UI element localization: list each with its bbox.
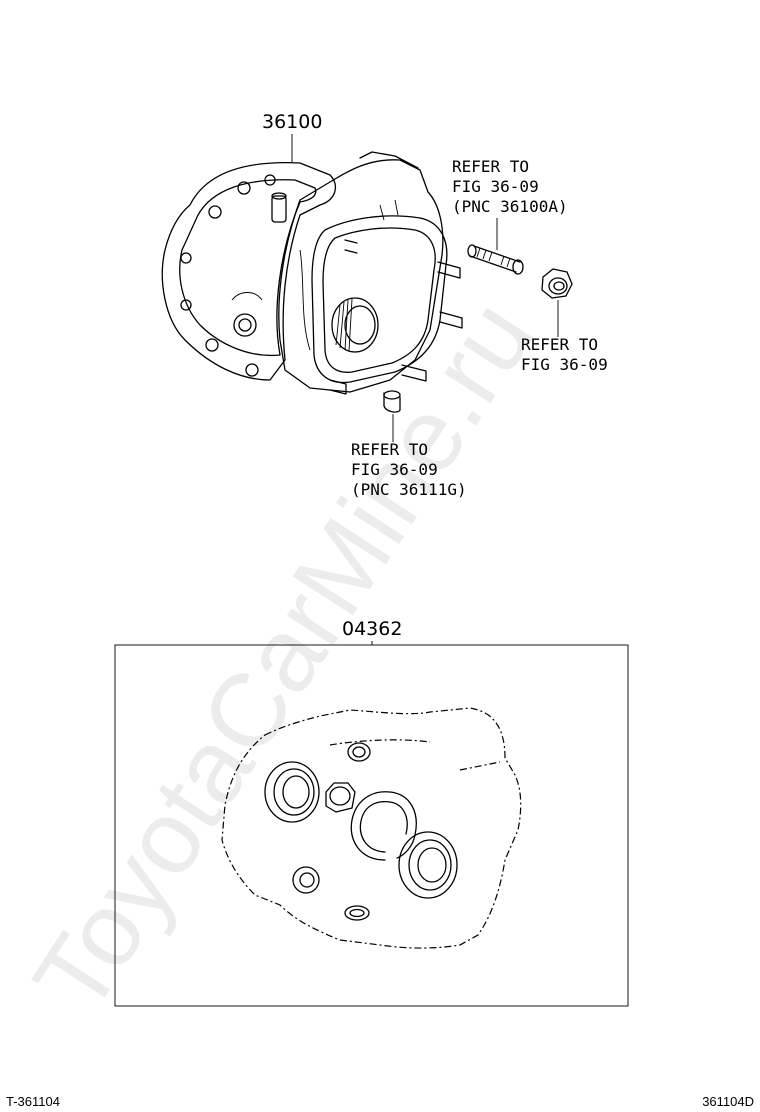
svg-text:FIG 36-09: FIG 36-09 [351, 460, 438, 479]
dowel-pin-drawing [383, 390, 401, 413]
gasket-kit-drawing [221, 707, 522, 949]
svg-text:(PNC 36111G): (PNC 36111G) [351, 480, 467, 499]
gasket-kit-frame [114, 644, 629, 1007]
svg-text:FIG 36-09: FIG 36-09 [452, 177, 539, 196]
footer-left-code: T-361104 [6, 1094, 60, 1109]
ref-label-pin: REFER TO FIG 36-09 (PNC 36111G) [351, 440, 467, 499]
flange-studs [329, 239, 463, 395]
nut-drawing [541, 268, 573, 299]
svg-text:REFER TO: REFER TO [452, 157, 529, 176]
ref-label-stud: REFER TO FIG 36-09 (PNC 36100A) [452, 157, 568, 216]
svg-text:(PNC 36100A): (PNC 36100A) [452, 197, 568, 216]
transaxle-housing-drawing [161, 151, 463, 395]
watermark-text: ToyotaCarMine.ru [12, 281, 556, 1033]
footer-right-code: 361104D [702, 1094, 754, 1109]
svg-text:REFER TO: REFER TO [351, 440, 428, 459]
part-number-36100: 36100 [262, 111, 322, 133]
part-number-04362: 04362 [342, 618, 402, 640]
svg-text:REFER TO: REFER TO [521, 335, 598, 354]
svg-text:FIG 36-09: FIG 36-09 [521, 355, 608, 374]
ref-label-nut: REFER TO FIG 36-09 [521, 335, 608, 374]
stud-bolt-drawing [467, 244, 524, 275]
